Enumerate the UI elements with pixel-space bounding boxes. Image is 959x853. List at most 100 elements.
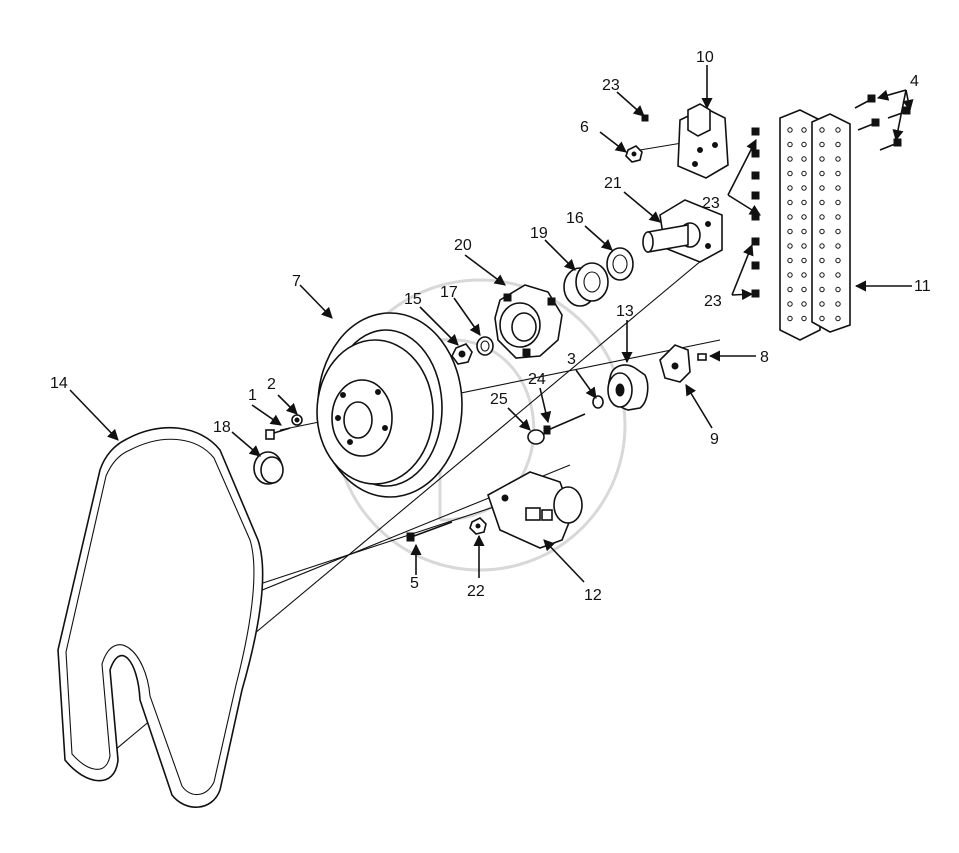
- cap-part: [253, 451, 284, 485]
- rail-hole: [819, 214, 825, 220]
- callout-label: 7: [292, 273, 301, 290]
- rail-hole: [787, 228, 793, 235]
- rail-hole: [819, 257, 825, 264]
- bolt-washer-part: [265, 414, 303, 440]
- spindle-part: [642, 199, 723, 263]
- callout-label: 3: [567, 351, 576, 368]
- rail-hole: [819, 301, 825, 307]
- callout-label: 23: [702, 195, 720, 212]
- seal-part: [606, 247, 634, 281]
- rail-hole: [819, 156, 825, 162]
- rail-hole: [801, 170, 807, 177]
- callout-label: 15: [404, 291, 422, 308]
- rail-hole: [819, 243, 825, 249]
- rail-hole: [835, 214, 841, 220]
- rail-hole: [801, 185, 807, 191]
- rail-hole: [787, 301, 793, 307]
- callout-label: 19: [530, 225, 548, 242]
- rail-hole: [801, 272, 807, 278]
- rail-hole: [819, 286, 825, 293]
- tensioner-fasteners: [406, 517, 487, 542]
- rail-hole: [787, 199, 793, 206]
- rail-hole: [835, 315, 841, 322]
- tensioner-part: [487, 471, 583, 549]
- idler-fasteners: [527, 395, 604, 445]
- rail-hole: [819, 170, 825, 177]
- leader-arrows: [69, 65, 914, 583]
- callout-label: 17: [440, 284, 458, 301]
- rail-hole: [835, 199, 841, 206]
- callout-label: 24: [528, 371, 546, 388]
- rail-hole: [819, 315, 825, 322]
- callout-label: 21: [604, 175, 622, 192]
- rail-hole: [787, 272, 793, 278]
- rail-hole: [787, 170, 793, 177]
- callout-label: 22: [467, 583, 485, 600]
- rail-hole: [801, 199, 807, 206]
- rail-hole: [787, 315, 793, 322]
- callout-label: 2: [267, 376, 276, 393]
- rail-hole: [787, 257, 793, 264]
- rail-hole: [801, 286, 807, 293]
- rail-hole: [819, 272, 825, 278]
- rail-hole: [835, 301, 841, 307]
- rail-hole: [801, 214, 807, 220]
- nut-washer-part: [451, 336, 494, 365]
- adjuster-part: [659, 344, 707, 383]
- rail-hole: [819, 228, 825, 235]
- rail-hole: [787, 214, 793, 220]
- rail-hole: [787, 185, 793, 191]
- bracket-part: [677, 103, 729, 179]
- callout-label: 23: [602, 77, 620, 94]
- callout-label: 23: [704, 293, 722, 310]
- callout-label: 14: [50, 375, 68, 392]
- callout-label: 18: [213, 419, 231, 436]
- rail-hole: [835, 127, 841, 133]
- callout-label: 11: [914, 278, 931, 295]
- rail-hole: [801, 141, 807, 148]
- rail-hole: [835, 185, 841, 191]
- rail-hole: [801, 243, 807, 249]
- rail-hole: [787, 243, 793, 249]
- callout-label: 20: [454, 237, 472, 254]
- rail-hole: [801, 156, 807, 162]
- callout-label: 10: [696, 49, 714, 66]
- rail-hole: [835, 228, 841, 235]
- rail-hole: [801, 301, 807, 307]
- idler-roller-part: [607, 364, 649, 411]
- rail-hole: [787, 156, 793, 162]
- callout-label: 16: [566, 210, 584, 227]
- hub-part: [494, 284, 563, 359]
- callout-label: 4: [910, 73, 919, 90]
- rail-hole: [819, 185, 825, 191]
- rail-hole: [801, 127, 807, 133]
- callout-label: 13: [616, 303, 634, 320]
- callout-label: 12: [584, 587, 602, 604]
- callout-label: 25: [490, 391, 508, 408]
- drive-belt-part: [57, 426, 264, 808]
- nut-part: [625, 114, 649, 163]
- rail-fasteners: [751, 94, 911, 298]
- callout-label: 6: [580, 119, 589, 136]
- rail-hole: [819, 199, 825, 206]
- rail-hole: [835, 286, 841, 293]
- callout-label: 9: [710, 431, 719, 448]
- rail-hole: [835, 170, 841, 177]
- callout-label: 5: [410, 575, 419, 592]
- rail-hole: [835, 141, 841, 148]
- rail-hole: [787, 286, 793, 293]
- rail-plate-part: [779, 109, 851, 341]
- rail-hole: [787, 127, 793, 133]
- rail-hole: [835, 243, 841, 249]
- rail-hole: [835, 156, 841, 162]
- rail-hole: [819, 127, 825, 133]
- pulley-part: [316, 312, 463, 498]
- rail-hole: [801, 257, 807, 264]
- rail-hole: [801, 315, 807, 322]
- rail-hole: [787, 141, 793, 148]
- rail-hole: [819, 141, 825, 148]
- callout-label: 8: [760, 349, 769, 366]
- callout-label: 1: [248, 387, 257, 404]
- rail-hole: [835, 257, 841, 264]
